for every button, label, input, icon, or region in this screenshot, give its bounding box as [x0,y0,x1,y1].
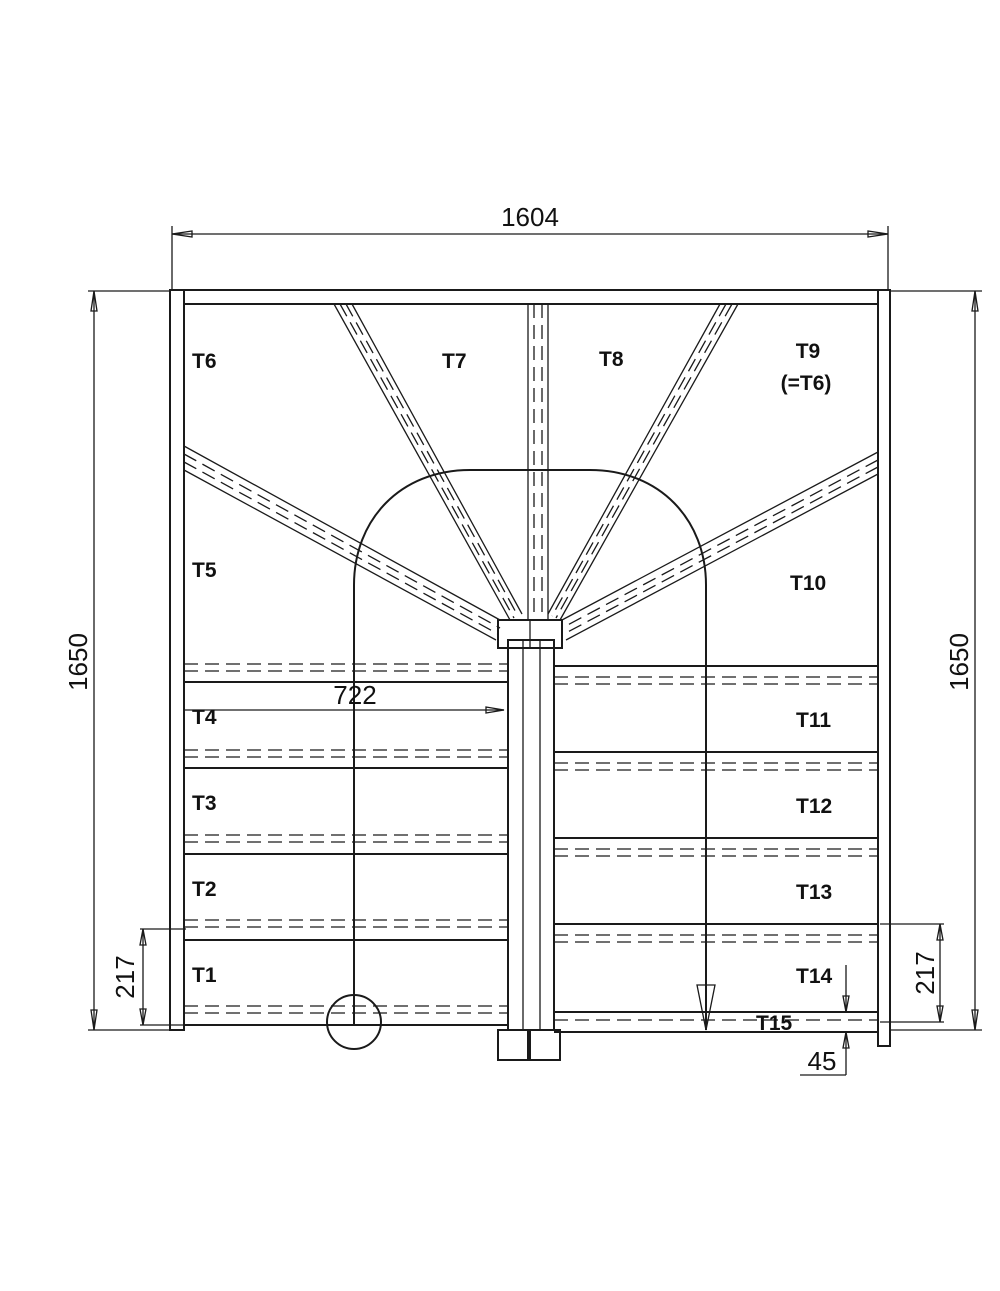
tread-label-t12: T12 [796,795,832,818]
right-flight-treads [554,665,878,1033]
landing-width-dimension: 722 [184,680,505,714]
start-circle [326,994,382,1050]
tread-label-t2: T2 [192,878,217,901]
landing-width-dimension-label: 722 [333,680,376,710]
top-stringer [184,289,878,305]
height-dimension-right-label: 1650 [944,633,974,691]
height-dimension-left: 1650 [63,290,170,1031]
tread-label-t6: T6 [192,350,217,373]
first-step-dimension-right: 217 [880,923,944,1023]
tread-labels: T6 T7 T8 T9 (=T6) T5 T10 T4 T11 T3 T12 T… [192,340,833,1035]
first-step-dimension-right-label: 217 [910,951,940,994]
height-dimension-left-label: 1650 [63,633,93,691]
walking-line-arrowhead [696,984,716,1031]
walking-line [326,469,716,1050]
tread-label-t3: T3 [192,792,217,815]
tread-label-t4: T4 [192,706,217,729]
central-newel-post [497,619,563,1061]
width-dimension-label: 1604 [501,202,559,232]
offset-dimension-label: 45 [808,1046,837,1076]
right-stringer [877,289,891,1047]
height-dimension-right: 1650 [890,290,982,1031]
winder-lines [183,303,879,641]
offset-dimension: 45 [800,965,850,1076]
tread-label-t9: T9 [796,340,821,363]
width-dimension: 1604 [171,202,889,290]
first-step-dimension-left: 217 [110,928,186,1026]
tread-label-t1: T1 [192,964,217,987]
tread-label-t8: T8 [599,348,624,371]
tread-label-t11: T11 [796,709,831,732]
tread-label-t5: T5 [192,559,217,582]
tread-label-t7: T7 [442,350,467,373]
tread-label-t15: T15 [756,1012,793,1035]
left-stringer [169,289,185,1031]
tread-label-t10: T10 [790,572,826,595]
tread-label-t9-note: (=T6) [781,372,832,395]
left-flight-treads [183,654,508,1026]
tread-label-t14: T14 [796,965,833,988]
tread-label-t13: T13 [796,881,832,904]
first-step-dimension-left-label: 217 [110,955,140,998]
